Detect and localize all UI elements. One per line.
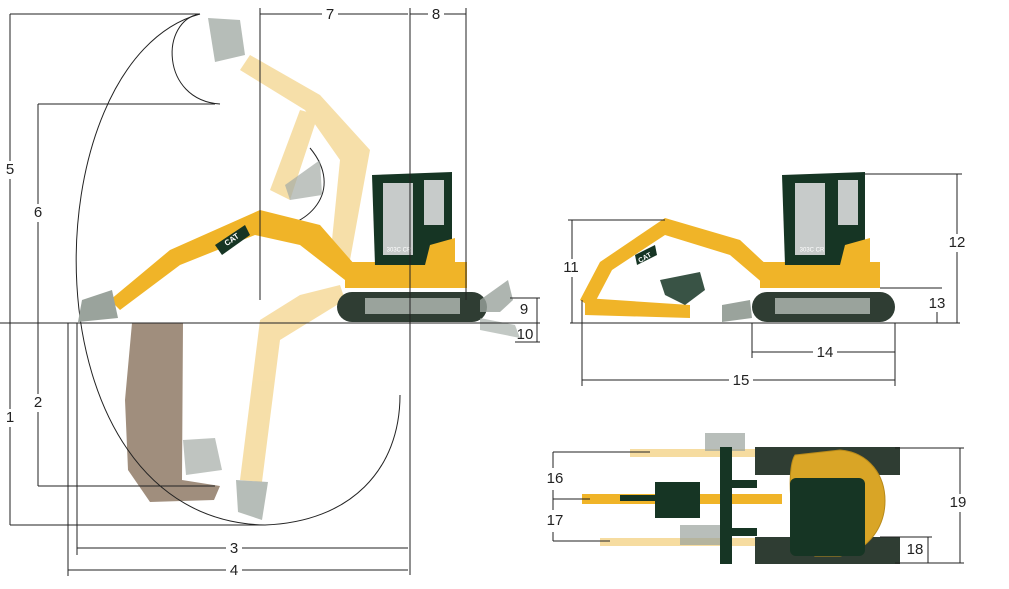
svg-text:13: 13: [929, 295, 946, 312]
dimension-19: 19: [948, 448, 972, 563]
svg-text:10: 10: [517, 326, 534, 343]
dimension-14: 14: [752, 343, 895, 361]
ghost-boom-high: [208, 18, 370, 260]
dimension-18: 18: [907, 537, 929, 563]
working-range-view: CAT 303C CR 7 8: [0, 6, 540, 579]
dimension-10: 10: [515, 323, 540, 343]
dimension-8: 8: [410, 6, 466, 23]
side-view: CAT 303C CR 11 12 13: [562, 172, 968, 389]
svg-text:9: 9: [520, 301, 528, 318]
svg-text:3: 3: [230, 540, 238, 557]
svg-text:11: 11: [563, 259, 579, 276]
svg-text:1: 1: [6, 409, 14, 426]
svg-text:8: 8: [432, 6, 440, 23]
dimension-13: 13: [880, 287, 946, 323]
side-cab-model-badge: 303C CR: [800, 248, 825, 254]
svg-text:17: 17: [547, 512, 564, 529]
svg-text:5: 5: [6, 161, 14, 178]
svg-text:16: 16: [547, 470, 564, 487]
ghost-boom-low: [183, 285, 345, 520]
main-boom: CAT: [78, 210, 355, 322]
dimension-15: 15: [582, 371, 895, 389]
machine-body-left: 303C CR: [337, 172, 520, 338]
reach-envelope-arc: [75, 13, 401, 526]
svg-text:15: 15: [733, 372, 750, 389]
side-boom: [580, 218, 770, 308]
cab-model-badge: 303C CR: [387, 248, 412, 254]
bucket-curl-arc: [171, 13, 221, 105]
svg-text:2: 2: [34, 394, 42, 411]
svg-text:4: 4: [230, 562, 238, 579]
svg-text:6: 6: [34, 204, 42, 221]
svg-text:12: 12: [949, 234, 966, 251]
dimension-7: 7: [260, 6, 408, 23]
dig-soil: [125, 323, 220, 502]
dimension-4: 4: [67, 323, 408, 579]
dimension-3: 3: [76, 323, 408, 557]
svg-text:19: 19: [950, 494, 967, 511]
top-view: 16 17 18 19: [547, 433, 972, 564]
dimension-16: 16: [547, 452, 564, 499]
dimension-11: 11: [562, 219, 665, 323]
svg-text:14: 14: [817, 344, 834, 361]
dimension-1: 1: [2, 323, 265, 526]
dimension-5: 5: [2, 13, 200, 323]
svg-text:18: 18: [907, 541, 924, 558]
dimension-12: 12: [865, 173, 968, 323]
dimension-6: 6: [30, 103, 215, 323]
dimension-9: 9: [510, 297, 540, 323]
dimension-17: 17: [547, 499, 564, 541]
svg-text:7: 7: [326, 6, 334, 23]
